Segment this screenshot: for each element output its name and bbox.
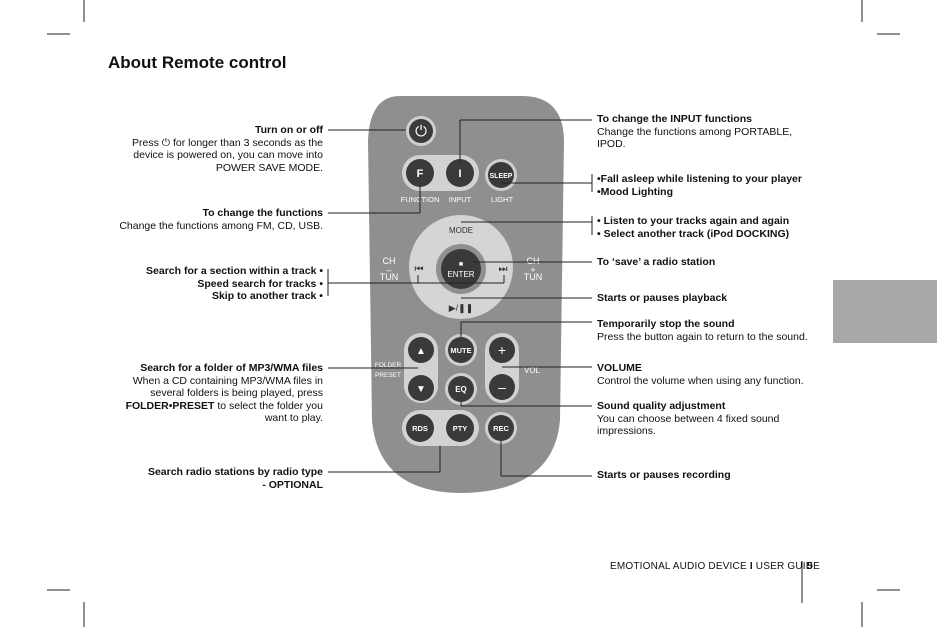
callout-heading: To change the functions (202, 207, 323, 219)
input-label: INPUT (449, 195, 472, 204)
callout-line: device is powered on, you can move into (133, 149, 323, 161)
input-button[interactable]: I (458, 168, 461, 180)
ch-plus-label: + (530, 265, 535, 275)
callout-play: Starts or pauses playback (597, 292, 728, 304)
callout-input: To change the INPUT functions Change the… (597, 113, 792, 151)
sleep-button[interactable]: SLEEP (490, 173, 513, 180)
rec-button[interactable]: REC (493, 424, 509, 433)
callout-text: to select the folder you (214, 399, 323, 412)
page-title: About Remote control (108, 53, 287, 72)
vol-label: VOL (524, 366, 541, 375)
callout-line: impressions. (597, 425, 656, 437)
callout-volume: VOLUME Control the volume when using any… (597, 362, 804, 387)
next-icon[interactable]: ⏭ (499, 264, 508, 275)
callout-line: Change the functions among FM, CD, USB. (119, 219, 323, 232)
ch-right-label: CH (527, 256, 540, 266)
callout-eq: Sound quality adjustment You can choose … (597, 400, 779, 438)
page-number: 5 (807, 561, 813, 572)
volume-up-button[interactable]: + (498, 342, 506, 358)
callout-line: - OPTIONAL (262, 478, 323, 491)
callout-line: several folders is being played, press (150, 387, 323, 399)
mode-button[interactable]: MODE (449, 226, 473, 235)
enter-button[interactable]: ENTER (447, 270, 474, 279)
callout-line: Press the button again to return to the … (597, 330, 808, 343)
callout-mute: Temporarily stop the sound Press the but… (597, 318, 808, 343)
callout-line: Search for a section within a track • (146, 265, 323, 277)
previous-icon[interactable]: ⏮ (415, 264, 424, 275)
folder-preset-term: FOLDER•PRESET (125, 399, 215, 412)
power-icon[interactable]: ⏻ (415, 123, 427, 140)
folder-down-button[interactable]: ▼ (416, 384, 426, 395)
callout-heading: Temporarily stop the sound (597, 318, 735, 330)
footer-subtitle: USER GUIDE (755, 561, 821, 572)
folder-up-button[interactable]: ▲ (416, 346, 426, 357)
callout-function: To change the functions Change the funct… (119, 207, 323, 232)
preset-label: PRESET (375, 372, 401, 379)
callout-heading: To change the INPUT functions (597, 113, 752, 125)
callout-heading: VOLUME (597, 362, 642, 374)
callout-line: Speed search for tracks • (197, 277, 323, 290)
callout-line: You can choose between 4 fixed sound (597, 412, 780, 425)
footer-separator: I (749, 561, 753, 572)
light-label: LIGHT (491, 195, 514, 204)
callout-heading: Search for a folder of MP3/WMA files (140, 362, 323, 374)
callout-pty: Search radio stations by radio type - OP… (148, 466, 323, 491)
callout-line: Search radio stations by radio type (147, 466, 323, 478)
eq-button[interactable]: EQ (455, 385, 467, 394)
callout-tune: Search for a section within a track • Sp… (146, 265, 323, 303)
folder-label: FOLDER (375, 362, 402, 369)
callout-mode: • Listen to your tracks again and again … (597, 215, 789, 240)
callout-line: Change the functions among PORTABLE, (597, 125, 793, 138)
callout-line: FOLDER•PRESET to select the folder you (126, 400, 323, 413)
callout-line: •Fall asleep while listening to your pla… (597, 173, 802, 185)
callout-heading: Sound quality adjustment (597, 400, 726, 412)
pty-button[interactable]: PTY (453, 424, 468, 433)
play-pause-button[interactable]: ▶/❚❚ (449, 303, 474, 314)
callout-line: Control the volume when using any functi… (597, 374, 804, 387)
footer-title: EMOTIONAL AUDIO DEVICE (610, 561, 747, 572)
callout-folder: Search for a folder of MP3/WMA files Whe… (126, 362, 323, 425)
callout-heading: Turn on or off (254, 124, 323, 136)
ch-left-label: CH (383, 256, 396, 266)
volume-down-button[interactable]: – (498, 379, 506, 395)
callout-line: •Mood Lighting (597, 185, 673, 198)
callout-line: • Listen to your tracks again and again (597, 215, 790, 227)
rds-button[interactable]: RDS (412, 424, 428, 433)
tun-right-label: TUN (524, 272, 543, 282)
callout-line: want to play. (264, 412, 323, 424)
section-tab (833, 280, 937, 343)
save-icon: ■ (459, 261, 463, 268)
ch-minus-label: – (386, 265, 391, 275)
tun-left-label: TUN (380, 272, 399, 282)
callout-power: Turn on or off Press ⏻ for longer than 3… (132, 124, 323, 174)
mute-button[interactable]: MUTE (450, 346, 471, 355)
callout-line: IPOD. (597, 138, 626, 150)
function-button[interactable]: F (417, 168, 424, 180)
footer-guide: EMOTIONAL AUDIO DEVICE I USER GUIDE (610, 561, 820, 572)
callout-line: Press ⏻ for longer than 3 seconds as the (132, 136, 323, 149)
callout-line: Skip to another track • (211, 290, 323, 302)
callout-enter: To ‘save’ a radio station (597, 256, 716, 268)
callout-line: When a CD containing MP3/WMA files in (132, 374, 323, 387)
callout-rec: Starts or pauses recording (597, 469, 731, 481)
callout-line: • Select another track (iPod DOCKING) (597, 227, 790, 240)
callout-line: POWER SAVE MODE. (215, 161, 323, 174)
callout-sleep: •Fall asleep while listening to your pla… (597, 173, 802, 198)
